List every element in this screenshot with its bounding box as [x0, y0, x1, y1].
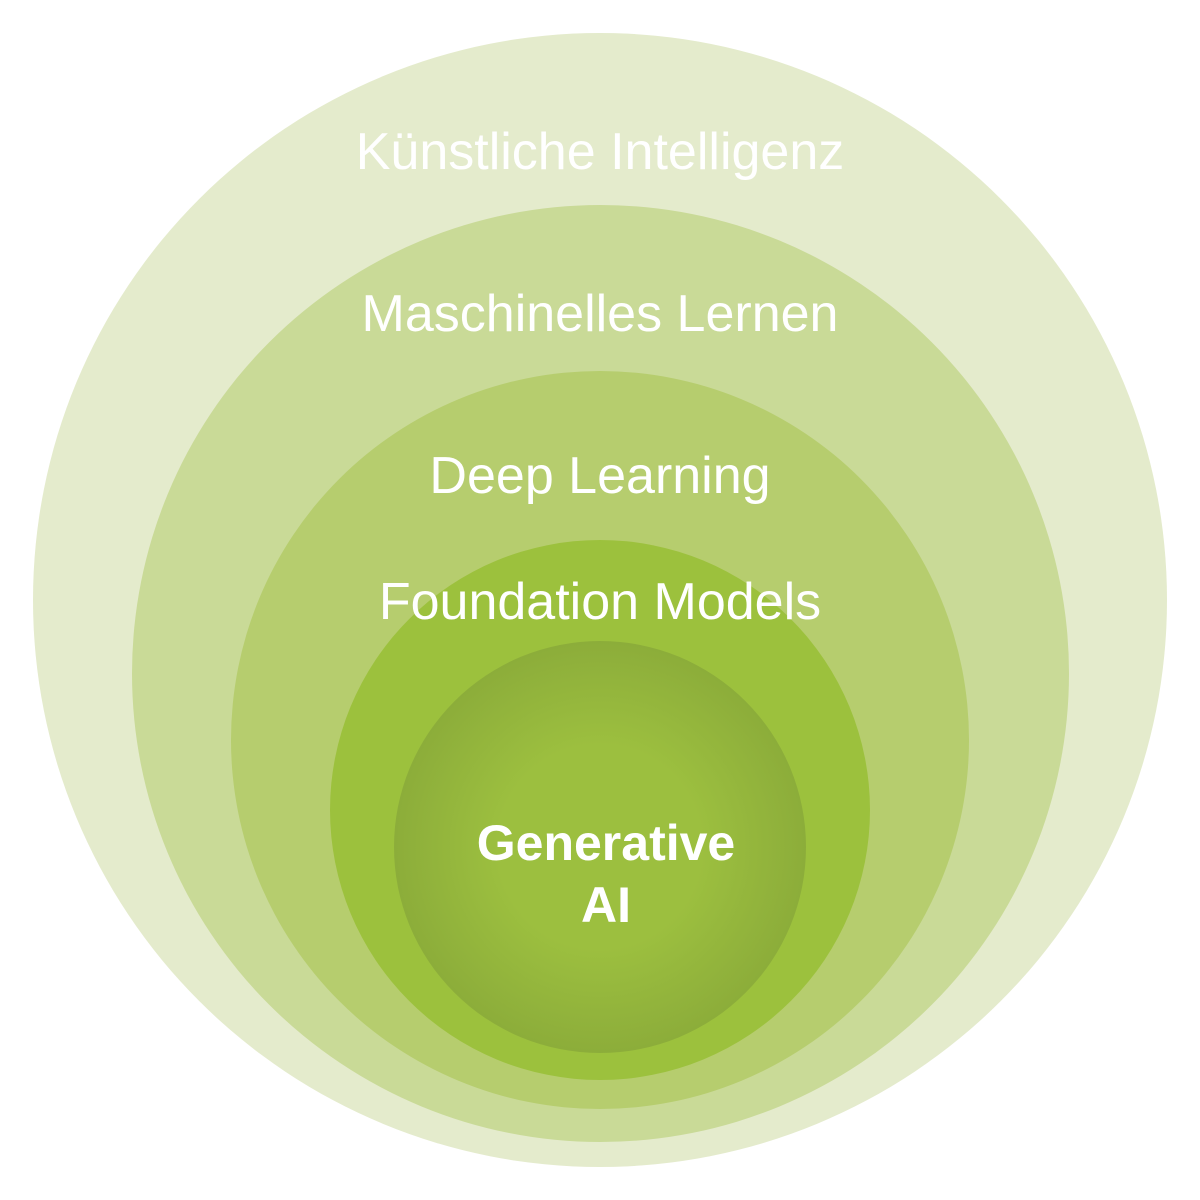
label-deep-learning: Deep Learning [429, 447, 771, 505]
label-maschinelles-lernen: Maschinelles Lernen [361, 285, 839, 343]
label-kuenstliche-intelligenz: Künstliche Intelligenz [355, 123, 845, 181]
circle-generative-ai [394, 641, 806, 1053]
label-generative-ai-line2: AI [581, 877, 631, 933]
label-generative-ai-line1: Generative [476, 815, 736, 871]
label-foundation-models: Foundation Models [378, 573, 822, 631]
label-generative-ai: Generative AI [394, 812, 818, 936]
